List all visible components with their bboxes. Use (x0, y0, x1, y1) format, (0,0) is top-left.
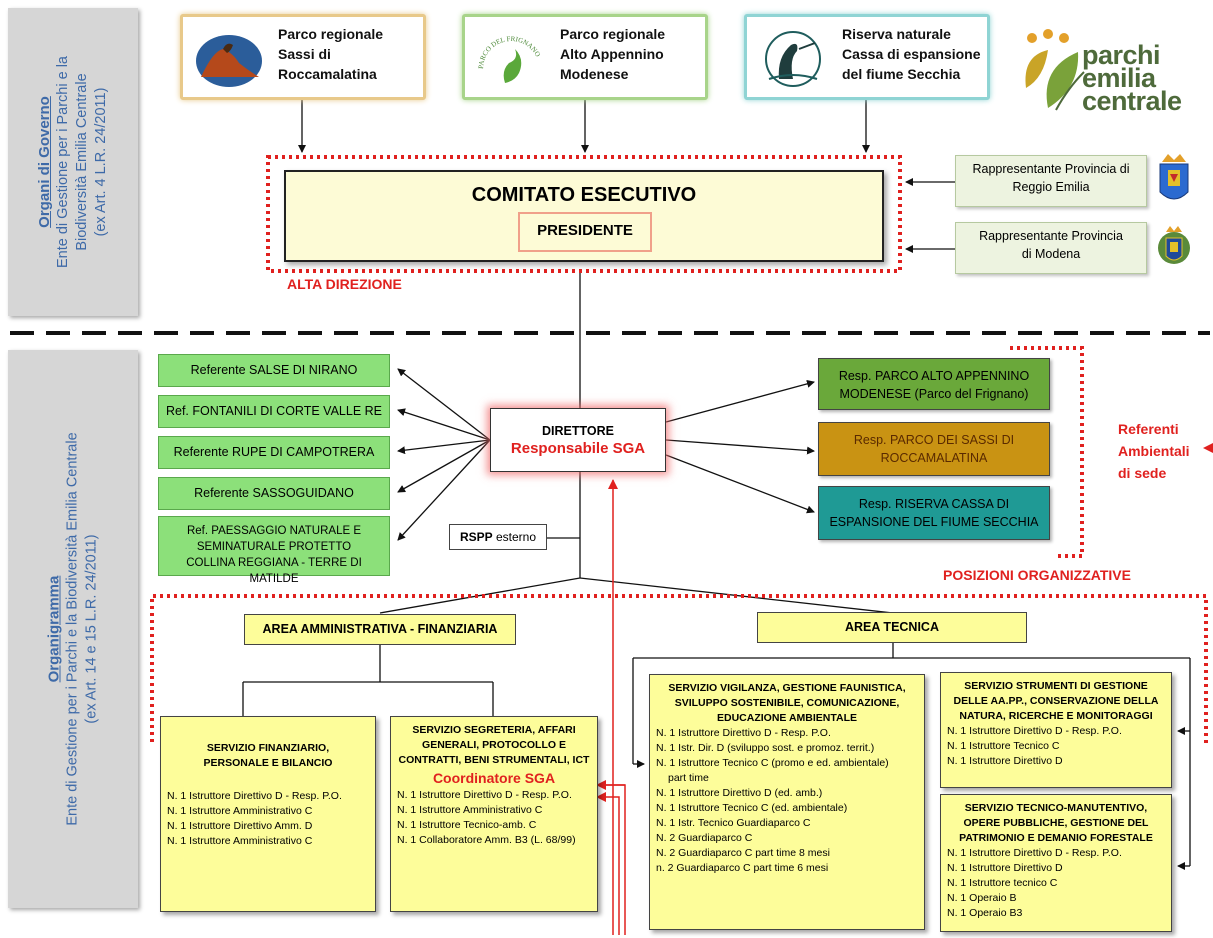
provincia-reggio-box: Rappresentante Provincia di Reggio Emili… (955, 155, 1147, 207)
sidebar-line: (ex Art. 4 L.R. 24/2011) (93, 87, 109, 237)
park-line: Cassa di espansione (842, 46, 981, 62)
reggio-emilia-crest-icon (1159, 154, 1189, 200)
park-line: Modenese (560, 66, 629, 82)
direttore-title: DIRETTORE (542, 424, 614, 438)
list-item: N. 1 Collaboratore Amm. B3 (L. 68/99) (397, 834, 576, 846)
list-item: N. 1 Istruttore Direttivo D - Resp. P.O. (656, 727, 831, 739)
resp-frignano-box: Resp. PARCO ALTO APPENNINO MODENESE (Par… (818, 358, 1050, 410)
list-item: N. 1 Istr. Dir. D (sviluppo sost. e prom… (656, 742, 875, 754)
servizio-title: SERVIZIO FINANZIARIO, PERSONALE E BILANC… (203, 742, 333, 769)
referenti-line: di sede (1118, 465, 1167, 481)
area-amministrativa-box: AREA AMMINISTRATIVA - FINANZIARIA (244, 614, 516, 645)
direttore-box: DIRETTORE Responsabile SGA (490, 408, 666, 472)
servizio-title: SERVIZIO VIGILANZA, GESTIONE FAUNISTICA,… (668, 682, 906, 724)
sidebar-line: Ente di Gestione per i Parchi e la Biodi… (64, 432, 81, 826)
list-item: N. 1 Operaio B3 (947, 907, 1023, 919)
list-item: N. 2 Guardiaparco C (656, 832, 753, 844)
list-item: N. 1 Istruttore Direttivo D - Resp. P.O. (397, 789, 572, 801)
list-item: N. 1 Istruttore Tecnico C (promo e ed. a… (656, 757, 889, 769)
park-line: del fiume Secchia (842, 66, 961, 82)
coordinatore-sga-label: Coordinatore SGA (432, 770, 556, 786)
list-item: N. 1 Istruttore Direttivo D - Resp. P.O. (947, 847, 1122, 859)
list-item: N. 1 Operaio B (947, 892, 1017, 904)
brand-line: centrale (1082, 86, 1182, 116)
referente-box: Referente RUPE DI CAMPOTRERA (158, 436, 390, 469)
brand-line: parchi (1082, 40, 1161, 70)
leaf-logo-icon (1025, 29, 1085, 111)
park-line: Roccamalatina (278, 66, 377, 82)
sidebar-title: Organi di Governo (36, 96, 53, 228)
sidebar-line: (ex Art. 14 e 15 L.R. 24/2011) (83, 534, 100, 724)
rspp-rest: esterno (492, 530, 537, 544)
direttore-subtitle: Responsabile SGA (510, 440, 646, 457)
modena-crest-icon (1158, 226, 1190, 264)
servizio-title: SERVIZIO STRUMENTI DI GESTIONE DELLE AA.… (953, 680, 1159, 722)
servizio-title: SERVIZIO SEGRETERIA, AFFARI GENERALI, PR… (398, 724, 590, 766)
heron-logo-icon (765, 31, 821, 87)
comitato-title: COMITATO ESECUTIVO (471, 184, 697, 206)
list-item: N. 1 Istruttore Direttivo D (ed. amb.) (656, 787, 823, 799)
park-line: Parco regionale (278, 26, 384, 42)
referente-box: Ref. FONTANILI DI CORTE VALLE RE (158, 395, 390, 428)
park-line: Riserva naturale (842, 26, 951, 42)
list-item: N. 1 Istruttore tecnico C (947, 877, 1058, 889)
list-item: N. 1 Istruttore Amministrativo C (397, 804, 543, 816)
referente-box: Ref. PAESSAGGIO NATURALE E SEMINATURALE … (158, 516, 390, 585)
referente-box: Referente SALSE DI NIRANO (158, 354, 390, 387)
frignano-logo-icon: PARCO DEL FRIGNANO (477, 35, 542, 83)
park-line: Sassi di (278, 46, 331, 62)
area-tecnica-box: AREA TECNICA (757, 612, 1027, 643)
parchi-emilia-centrale-logo: parchi emilia centrale (1018, 28, 1198, 118)
list-item: N. 1 Istr. Tecnico Guardiaparco C (656, 817, 811, 829)
rspp-bold: RSPP (459, 530, 493, 544)
servizio-manutentivo-box: SERVIZIO TECNICO-MANUTENTIVO, OPERE PUBB… (940, 794, 1172, 932)
sidebar-line: Ente di Gestione per i Parchi e la (55, 56, 71, 268)
sidebar-title: Organigramma (45, 575, 63, 683)
posizioni-organizzative-label: POSIZIONI ORGANIZZATIVE (943, 567, 1131, 583)
list-item: N. 1 Istruttore Direttivo D (947, 862, 1063, 874)
park-line: Parco regionale (560, 26, 666, 42)
referenti-ambientali-label: Referenti Ambientali di sede (1118, 418, 1190, 484)
list-item: N. 2 Guardiaparco C part time 8 mesi (656, 847, 830, 859)
servizio-segreteria-box: SERVIZIO SEGRETERIA, AFFARI GENERALI, PR… (390, 716, 598, 912)
referenti-line: Ambientali (1118, 443, 1190, 459)
list-item: part time (668, 772, 709, 784)
list-item: n. 2 Guardiaparco C part time 6 mesi (656, 862, 829, 874)
servizio-finanziario-box: SERVIZIO FINANZIARIO, PERSONALE E BILANC… (160, 716, 376, 912)
referenti-line: Referenti (1118, 421, 1179, 437)
list-item: N. 1 Istruttore Direttivo Amm. D (167, 820, 313, 832)
servizio-strumenti-box: SERVIZIO STRUMENTI DI GESTIONE DELLE AA.… (940, 672, 1172, 788)
provincia-modena-box: Rappresentante Provincia di Modena (955, 222, 1147, 274)
list-item: N. 1 Istruttore Tecnico C (947, 740, 1060, 752)
list-item: N. 1 Istruttore Tecnico C (ed. ambiental… (656, 802, 848, 814)
park-line: Alto Appennino (560, 46, 664, 62)
list-item: N. 1 Istruttore Direttivo D (947, 755, 1063, 767)
list-item: N. 1 Istruttore Direttivo D - Resp. P.O. (167, 790, 342, 802)
list-item: N. 1 Istruttore Tecnico-amb. C (397, 819, 537, 831)
presidente-box: PRESIDENTE (518, 212, 652, 252)
referente-box: Referente SASSOGUIDANO (158, 477, 390, 510)
sidebar-line: Biodiversità Emilia Centrale (74, 73, 90, 251)
comitato-esecutivo-box: COMITATO ESECUTIVO PRESIDENTE (284, 170, 884, 262)
servizio-vigilanza-box: SERVIZIO VIGILANZA, GESTIONE FAUNISTICA,… (649, 674, 925, 930)
list-item: N. 1 Istruttore Direttivo D - Resp. P.O. (947, 725, 1122, 737)
servizio-title: SERVIZIO TECNICO-MANUTENTIVO, OPERE PUBB… (959, 802, 1153, 844)
brand-line: emilia (1082, 63, 1156, 93)
resp-secchia-box: Resp. RISERVA CASSA DI ESPANSIONE DEL FI… (818, 486, 1050, 540)
volcano-logo-icon (196, 35, 262, 87)
sidebar-organigramma: Organigramma Ente di Gestione per i Parc… (8, 350, 138, 908)
list-item: N. 1 Istruttore Amministrativo C (167, 805, 313, 817)
alta-direzione-label: ALTA DIREZIONE (287, 276, 402, 292)
resp-sassi-box: Resp. PARCO DEI SASSI DI ROCCAMALATINA (818, 422, 1050, 476)
rspp-box: RSPP esterno (449, 524, 547, 550)
sidebar-organi-governo: Organi di Governo Ente di Gestione per i… (8, 8, 138, 316)
list-item: N. 1 Istruttore Amministrativo C (167, 835, 313, 847)
